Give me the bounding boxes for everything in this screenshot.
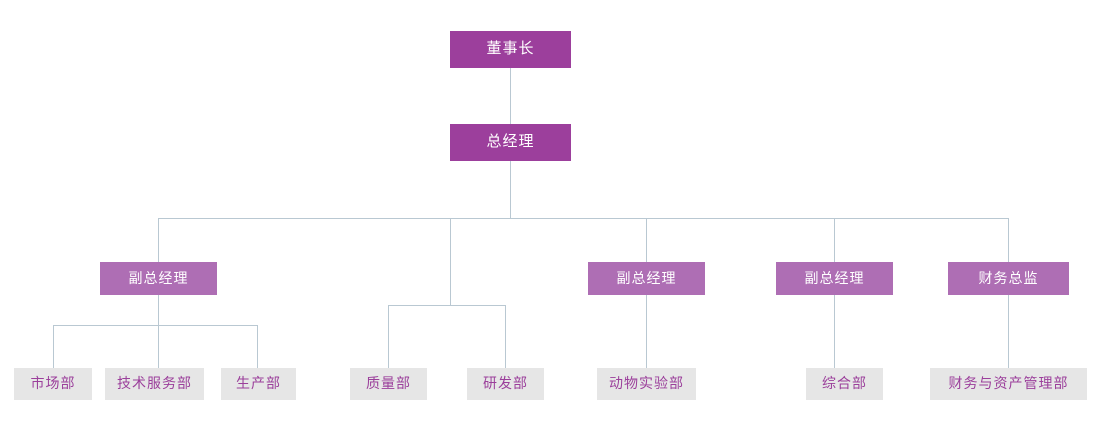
node-rd-department[interactable]: 研发部 [467,368,544,400]
node-deputy-gm-2[interactable]: 副总经理 [588,262,705,295]
connector-exec2-to-animallab [646,295,647,368]
connector-mid-to-quality [388,305,389,368]
connector-exec1-trunk [158,295,159,325]
node-general-manager[interactable]: 总经理 [450,124,571,161]
connector-exec1-subbus [53,325,258,326]
node-cfo[interactable]: 财务总监 [948,262,1069,295]
connector-bus-to-exec-4 [1008,218,1009,262]
node-animal-lab-department[interactable]: 动物实验部 [597,368,696,400]
node-deputy-gm-1[interactable]: 副总经理 [100,262,217,295]
connector-gm-trunk [510,161,511,218]
connector-bus-to-exec-2 [646,218,647,262]
connector-chairman-to-gm [510,68,511,124]
connector-bus-to-mid-branch [450,218,451,306]
connector-mid-to-rd [505,305,506,368]
connector-exec3-to-generalaffairs [834,295,835,368]
connector-bus-to-exec-3 [834,218,835,262]
node-production-department[interactable]: 生产部 [221,368,296,400]
node-quality-department[interactable]: 质量部 [350,368,427,400]
node-chairman[interactable]: 董事长 [450,31,571,68]
node-market-department[interactable]: 市场部 [14,368,92,400]
connector-cfo-to-finance [1008,295,1009,368]
node-finance-asset-management-department[interactable]: 财务与资产管理部 [930,368,1087,400]
node-technical-service-department[interactable]: 技术服务部 [105,368,204,400]
connector-mid-subbus [388,305,506,306]
connector-main-bus [158,218,1009,219]
node-general-affairs-department[interactable]: 综合部 [806,368,883,400]
connector-exec1-to-techservice [158,325,159,368]
connector-exec1-to-market [53,325,54,368]
connector-bus-to-exec-1 [158,218,159,262]
node-deputy-gm-3[interactable]: 副总经理 [776,262,893,295]
connector-exec1-to-production [257,325,258,368]
